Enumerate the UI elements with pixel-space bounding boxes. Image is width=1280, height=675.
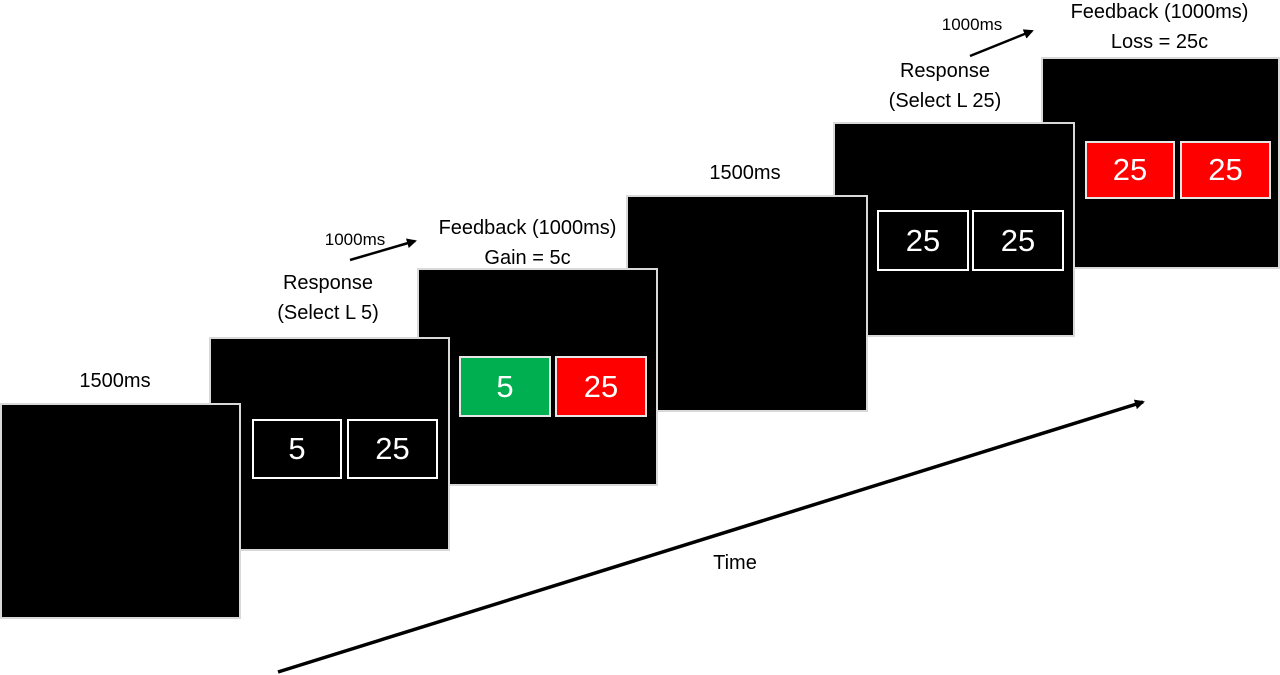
feedback-option-left-trial2: 25	[1085, 141, 1175, 199]
response-label-line2-trial1: (Select L 5)	[277, 302, 379, 324]
response-screen-trial1: 5 25	[209, 337, 450, 551]
feedback-label-line2-trial2: Loss = 25c	[1110, 31, 1209, 53]
response-label-line1-trial2: Response	[899, 60, 991, 82]
response-label-trial1: Response (Select L 5)	[258, 268, 398, 328]
fixation-label-trial2: 1500ms	[709, 162, 781, 184]
transition-label-trial2: 1000ms	[941, 15, 1003, 34]
feedback-label-trial2: Feedback (1000ms) Loss = 25c	[1052, 0, 1267, 57]
response-option-right-trial2: 25	[972, 210, 1064, 271]
fixation-label-trial1: 1500ms	[79, 370, 151, 392]
response-option-right-trial1: 25	[347, 419, 438, 479]
transition-label-trial1: 1000ms	[324, 230, 386, 249]
feedback-label-line1-trial2: Feedback (1000ms)	[1070, 1, 1249, 23]
time-axis-label: Time	[713, 552, 757, 574]
fixation-screen-trial1	[0, 403, 241, 619]
feedback-label-line2-trial1: Gain = 5c	[484, 247, 571, 269]
feedback-screen-trial2: 25 25	[1041, 57, 1280, 269]
response-screen-trial2: 25 25	[833, 122, 1075, 337]
feedback-option-left-trial1: 5	[459, 356, 551, 417]
feedback-label-line1-trial1: Feedback (1000ms)	[438, 217, 617, 239]
response-label-line2-trial2: (Select L 25)	[888, 90, 1002, 112]
response-option-left-trial2: 25	[877, 210, 969, 271]
feedback-screen-trial1: 5 25	[417, 268, 658, 486]
response-label-trial2: Response (Select L 25)	[870, 56, 1020, 116]
response-option-left-trial1: 5	[252, 419, 342, 479]
fixation-screen-trial2	[626, 195, 868, 412]
feedback-option-right-trial2: 25	[1180, 141, 1271, 199]
response-label-line1-trial1: Response	[282, 272, 374, 294]
feedback-label-trial1: Feedback (1000ms) Gain = 5c	[420, 213, 635, 273]
feedback-option-right-trial1: 25	[555, 356, 647, 417]
